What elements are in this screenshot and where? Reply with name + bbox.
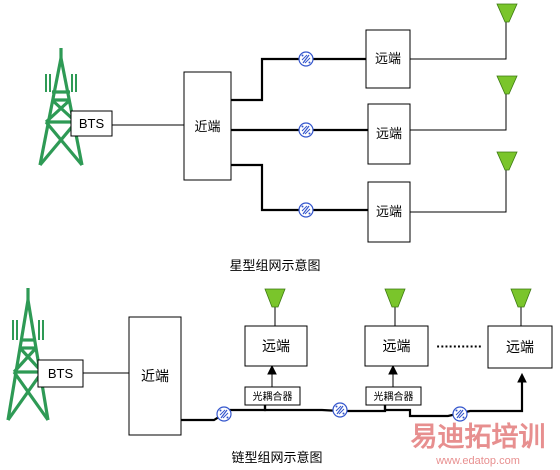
chain-near-box <box>128 316 182 436</box>
chain-bts-box <box>37 359 84 388</box>
star-near-label: 近端 <box>194 120 220 135</box>
chain-caption: 链型组网示意图 <box>231 450 322 466</box>
star-remote-label-1: 远端 <box>375 52 401 67</box>
star-remote-box-2 <box>367 103 411 165</box>
star-fiber-icon-3 <box>298 202 314 218</box>
star-bts-box <box>70 110 113 137</box>
watermark-url: www.edatop.com <box>435 455 520 467</box>
chain-uplinks <box>267 364 527 387</box>
star-remote-label-3: 远端 <box>376 205 402 220</box>
chain-fiber-links <box>181 380 524 422</box>
star-fiber-icon-2 <box>298 122 314 138</box>
chain-bts-label: BTS <box>48 366 74 381</box>
chain-remote-box-3 <box>487 325 553 369</box>
chain-coupler-label-2: 光耦合器 <box>374 390 414 403</box>
star-remote-box-3 <box>367 181 411 243</box>
chain-tower-icon <box>6 288 50 421</box>
chain-antenna-icon-1 <box>264 288 286 308</box>
star-fiber-icon-1 <box>298 51 314 67</box>
chain-remote-label-3: 远端 <box>506 340 534 356</box>
chain-remote-box-1 <box>244 325 308 367</box>
star-antenna-icon-3 <box>496 151 518 171</box>
chain-remote-label-1: 远端 <box>262 339 290 355</box>
star-topology: BTS 近端 远端 远端 远端 星型组网示意图 <box>38 3 518 274</box>
chain-near-label: 近端 <box>141 369 169 385</box>
chain-antenna-icon-3 <box>510 288 532 308</box>
star-remote-box-1 <box>365 29 411 89</box>
star-tower-icon <box>38 48 84 167</box>
watermark: 易迪拓培训 www.edatop.com <box>411 422 546 467</box>
star-caption: 星型组网示意图 <box>229 258 320 274</box>
chain-topology: BTS 近端 光耦合器 光耦合器 远端 远端 <box>6 288 553 466</box>
chain-fiber-icon-3 <box>452 406 468 422</box>
watermark-brand: 易迪拓培训 <box>411 422 546 453</box>
star-near-box <box>183 71 232 181</box>
star-antenna-icon-1 <box>496 3 518 23</box>
star-remote-label-2: 远端 <box>376 127 402 142</box>
chain-fiber-icon-2 <box>332 402 348 418</box>
star-antenna-icon-2 <box>496 75 518 95</box>
chain-remote-box-2 <box>364 325 429 367</box>
star-fiber-links <box>231 57 368 212</box>
chain-antenna-icon-2 <box>384 288 406 308</box>
chain-ellipsis: ··········· <box>436 340 482 353</box>
star-bts-label: BTS <box>79 116 105 131</box>
chain-coupler-label-1: 光耦合器 <box>253 390 293 403</box>
chain-remote-label-2: 远端 <box>383 339 411 355</box>
chain-fiber-icon-1 <box>216 406 232 422</box>
